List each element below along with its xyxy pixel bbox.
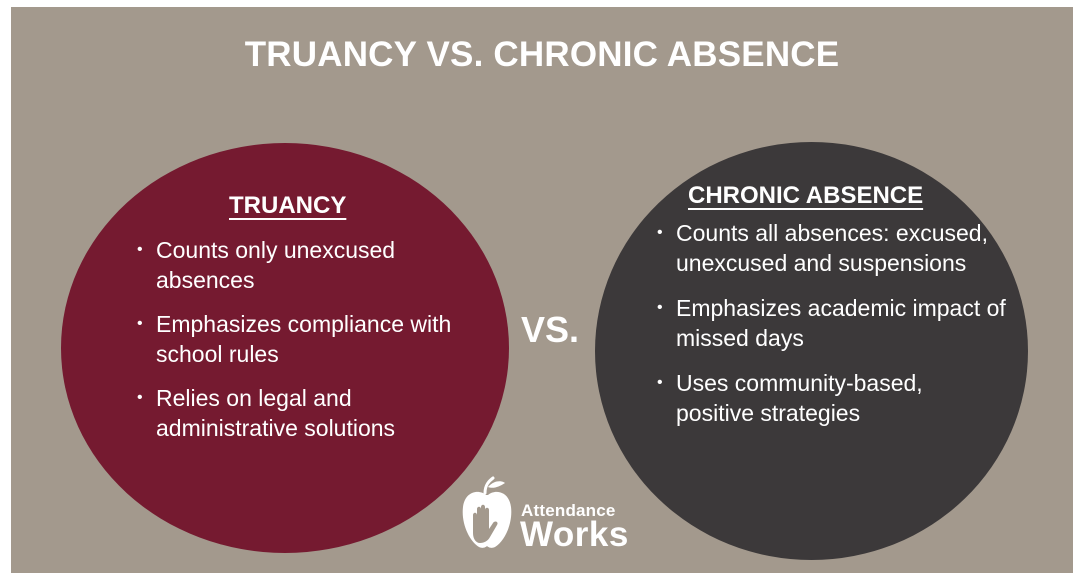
list-item-text: Emphasizes compliance with school rules xyxy=(156,311,452,367)
list-item-text: Emphasizes academic impact of missed day… xyxy=(676,295,1006,351)
list-item: • Relies on legal and administrative sol… xyxy=(137,383,487,443)
list-item: • Counts only unexcused absences xyxy=(137,235,487,295)
chronic-absence-list: • Counts all absences: excused, unexcuse… xyxy=(657,218,1007,443)
chronic-absence-circle: CHRONIC ABSENCE • Counts all absences: e… xyxy=(595,142,1028,560)
list-item: • Uses community-based, positive strateg… xyxy=(657,368,1007,428)
vs-label: VS. xyxy=(521,309,580,350)
list-item-text: Uses community-based, positive strategie… xyxy=(676,370,923,426)
bullet-icon: • xyxy=(137,389,143,406)
logo-line-2: Works xyxy=(520,515,629,554)
infographic-panel: TRUANCY VS. CHRONIC ABSENCE TRUANCY • Co… xyxy=(11,7,1073,573)
list-item-text: Counts only unexcused absences xyxy=(156,237,396,293)
attendance-works-logo: Attendance Works xyxy=(455,475,645,561)
list-item: • Counts all absences: excused, unexcuse… xyxy=(657,218,1007,278)
list-item: • Emphasizes academic impact of missed d… xyxy=(657,293,1007,353)
truancy-heading: TRUANCY xyxy=(229,192,347,219)
chronic-absence-heading: CHRONIC ABSENCE xyxy=(688,182,924,209)
bullet-icon: • xyxy=(137,315,143,332)
list-item: • Emphasizes compliance with school rule… xyxy=(137,309,487,369)
truancy-circle: TRUANCY • Counts only unexcused absences… xyxy=(61,143,509,553)
bullet-icon: • xyxy=(137,241,143,258)
bullet-icon: • xyxy=(657,299,663,316)
list-item-text: Counts all absences: excused, unexcused … xyxy=(676,220,988,276)
bullet-icon: • xyxy=(657,224,663,241)
logo-line-1: Attendance xyxy=(521,501,616,520)
truancy-list: • Counts only unexcused absences • Empha… xyxy=(137,235,487,457)
list-item-text: Relies on legal and administrative solut… xyxy=(156,385,396,441)
bullet-icon: • xyxy=(657,374,663,391)
apple-hand-icon xyxy=(462,476,512,548)
page-title: TRUANCY VS. CHRONIC ABSENCE xyxy=(244,35,840,74)
